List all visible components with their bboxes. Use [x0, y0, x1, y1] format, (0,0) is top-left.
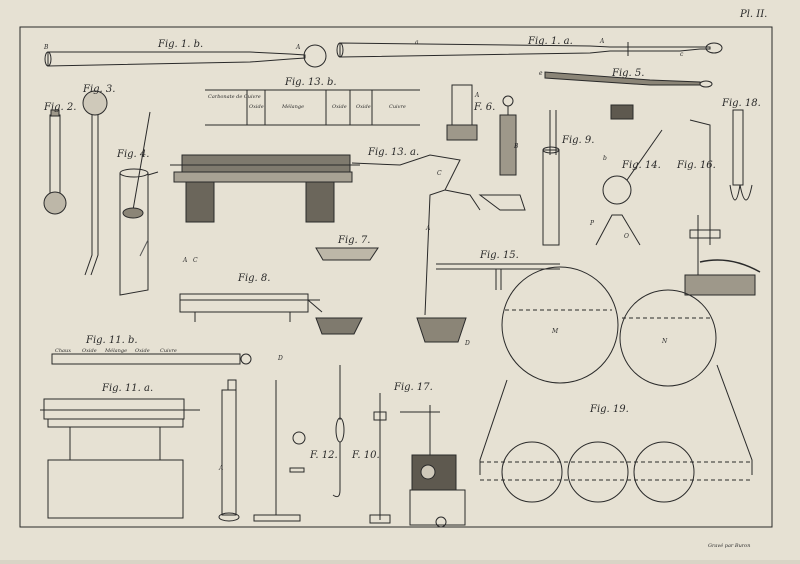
fig-1a-tube: a A c	[336, 38, 723, 58]
fig-8-furnace: A C	[179, 257, 363, 335]
svg-text:A: A	[425, 225, 431, 232]
svg-text:A: A	[218, 465, 224, 472]
fig-16-retort: b	[602, 129, 663, 205]
fig-11a-label: Fig. 11. a.	[101, 383, 153, 394]
fig-8-label: Fig. 8.	[237, 273, 270, 284]
fig-11b-seg-1: Oxide	[82, 348, 97, 354]
fig-19-label: Fig. 19.	[589, 404, 629, 415]
fig-11b-seg-0: Chaux	[55, 348, 71, 354]
svg-text:B: B	[43, 44, 49, 51]
svg-text:a: a	[415, 39, 419, 46]
fig-11b-seg-4: Cuivre	[160, 348, 177, 354]
fig-13b-seg-2: Mélange	[281, 103, 304, 110]
fig-15-label: Fig. 16.	[676, 160, 716, 171]
fig-11b-seg-2: Mélange	[104, 347, 127, 354]
fig-2-label: Fig. 2.	[43, 102, 76, 113]
fig-13b-label: Fig. 13. b.	[284, 77, 337, 88]
fig-2-flask	[43, 109, 67, 215]
fig-13a-furnace: C A	[170, 154, 481, 316]
fig-12-label: F. 12.	[309, 450, 338, 461]
plate-number: Pl. II.	[739, 9, 767, 20]
fig-13b-seg-1: Oxide	[249, 104, 264, 110]
fig-11b-seg-3: Oxide	[135, 348, 150, 354]
fig-15-apparatus	[610, 104, 761, 296]
fig-6-label: F. 6.	[473, 102, 495, 113]
fig-14-label: Fig. 15.	[479, 250, 519, 261]
svg-text:C: C	[193, 257, 198, 264]
svg-text:M: M	[551, 328, 559, 335]
fig-18-tube	[729, 109, 753, 201]
svg-text:A: A	[182, 257, 188, 264]
fig-13b-seg-3: Oxide	[332, 104, 347, 110]
fig-3-label: Fig. 3.	[82, 84, 115, 95]
fig-10-label: F. 10.	[351, 450, 380, 461]
fig-14-tee	[436, 263, 560, 290]
svg-text:D: D	[277, 355, 283, 362]
fig-1b-tube: B A	[43, 44, 327, 68]
svg-text:e: e	[539, 70, 543, 77]
fig-18-label: Fig. 18.	[721, 98, 761, 109]
fig-6-jar: A	[446, 84, 480, 141]
svg-text:A: A	[295, 44, 301, 51]
svg-text:c: c	[680, 51, 684, 58]
svg-text:O: O	[624, 233, 629, 240]
fig-13b-seg-4: Oxide	[356, 104, 371, 110]
svg-text:P: P	[589, 220, 595, 227]
svg-text:C: C	[437, 170, 442, 177]
svg-text:N: N	[661, 338, 668, 345]
fig-9-label: Fig. 9.	[561, 135, 594, 146]
svg-text:D: D	[464, 340, 470, 347]
fig-1b-label: Fig. 1. b.	[157, 39, 203, 50]
fig-7-label: Fig. 7.	[337, 235, 370, 246]
fig-1a-label: Fig. 1. a.	[527, 36, 573, 47]
fig-9-pump: B	[478, 95, 560, 246]
fig-17-label: Fig. 17.	[393, 382, 433, 393]
fig-4-label: Fig. 4.	[116, 149, 149, 160]
fig-19-apparatus: M N O P	[479, 214, 753, 503]
svg-text:B: B	[513, 143, 519, 150]
fig-13a-dish: D	[416, 317, 470, 347]
fig-11a-furnace: A D	[40, 355, 301, 522]
svg-text:A: A	[599, 38, 605, 45]
engraver-credit: Gravé par Buron	[708, 542, 750, 549]
fig-13b-seg-0: Carbonate de Cuivre	[208, 94, 261, 100]
fig-11b-tube-scale	[51, 353, 252, 365]
fig-12-ring	[289, 431, 306, 473]
fig-11b-label: Fig. 11. b.	[85, 335, 138, 346]
fig-3-bulb-tube	[82, 90, 108, 276]
fig-7-dish	[315, 247, 379, 261]
svg-text:b: b	[603, 155, 607, 162]
fig-16-label: Fig. 14.	[621, 160, 661, 171]
plate-border	[19, 26, 773, 528]
fig-13b-seg-5: Cuivre	[389, 104, 406, 110]
svg-text:A: A	[474, 92, 480, 99]
fig-17-apparatus	[369, 393, 466, 528]
fig-13b-tube-scale	[205, 89, 420, 126]
fig-13a-label: Fig. 13. a.	[367, 147, 419, 158]
fig-10-siphon	[332, 365, 345, 498]
fig-4-jar	[119, 111, 159, 296]
fig-5-tube: e	[539, 70, 713, 88]
fig-5-label: Fig. 5.	[611, 68, 644, 79]
